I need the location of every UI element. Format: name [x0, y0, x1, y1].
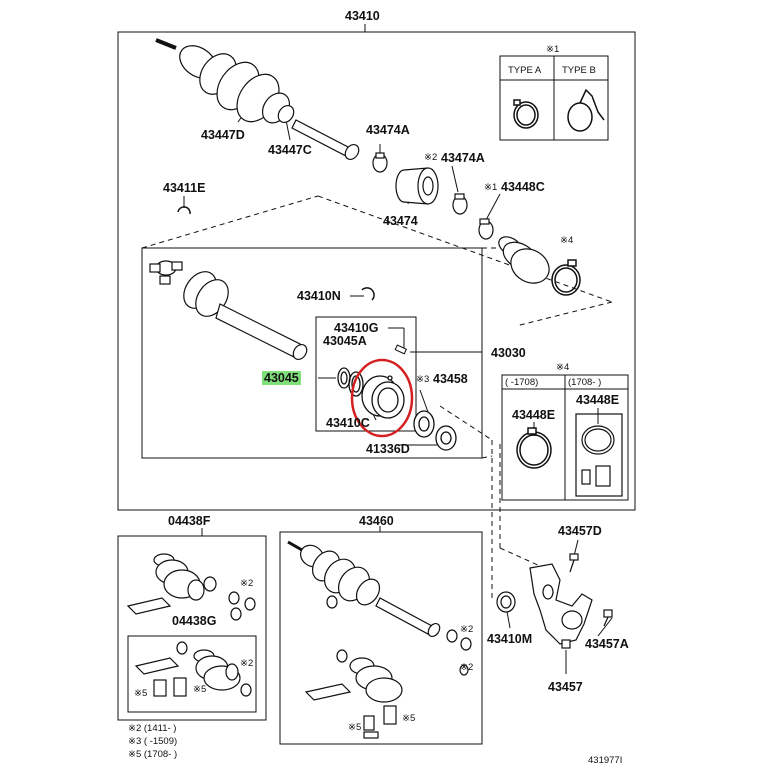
- nut-43457[interactable]: [561, 639, 571, 649]
- legend-note-3: ※3 ( -1509): [128, 736, 178, 747]
- clamp-ring-type4[interactable]: [551, 259, 581, 296]
- bearing-43410c[interactable]: [361, 375, 405, 419]
- mark-2-e: ※2: [460, 662, 474, 673]
- boot-43474[interactable]: [395, 167, 439, 205]
- mark-2-a: ※2: [424, 152, 438, 163]
- snap-ring-43411e[interactable]: [177, 206, 191, 215]
- mark-5-d: ※5: [402, 713, 416, 724]
- outer-cv-joint-shaft[interactable]: [155, 38, 362, 162]
- callout-43474a-1[interactable]: 43474A: [366, 123, 410, 137]
- callout-43448e-early[interactable]: 43448E: [512, 408, 556, 422]
- mark-5-b: ※5: [193, 684, 207, 695]
- type-box-header: ※1: [546, 44, 560, 55]
- boot-kit-04438f[interactable]: [126, 553, 256, 621]
- callout-43458[interactable]: 43458: [433, 372, 468, 386]
- bolt-43457d[interactable]: [569, 553, 579, 573]
- mark-4-a: ※4: [560, 235, 574, 246]
- type-a-label: TYPE A: [508, 65, 542, 76]
- date-box-header: ※4: [556, 362, 570, 373]
- full-shaft-frame: [279, 531, 483, 745]
- callout-43030[interactable]: 43030: [491, 346, 526, 360]
- legend-note-2: ※2 (1411- ): [128, 723, 177, 734]
- callout-43474[interactable]: 43474: [383, 214, 418, 228]
- pin-43410g[interactable]: [394, 344, 408, 355]
- boot-kit-outer-frame: [117, 535, 267, 721]
- mark-5-a: ※5: [134, 688, 148, 699]
- seal-41336d[interactable]: [435, 425, 457, 451]
- callout-04438f[interactable]: 04438F: [168, 514, 211, 528]
- callout-43448e-late[interactable]: 43448E: [576, 393, 620, 407]
- callout-43411e[interactable]: 43411E: [163, 181, 206, 195]
- callout-43447d[interactable]: 43447D: [201, 128, 245, 142]
- snap-ring-43410n[interactable]: [361, 287, 375, 301]
- clamp-type-a-icon[interactable]: [513, 99, 539, 129]
- type-b-label: TYPE B: [562, 65, 596, 76]
- clamp-type-b-icon[interactable]: [567, 88, 605, 132]
- callout-43410g[interactable]: 43410G: [334, 321, 379, 335]
- date-col-late: (1708- ): [568, 377, 602, 388]
- bearing-43458[interactable]: [413, 410, 435, 438]
- boot-kit-inner-frame: [127, 635, 257, 713]
- drive-shaft-43460[interactable]: [287, 540, 472, 739]
- callout-43460[interactable]: 43460: [359, 514, 394, 528]
- legend-note-5: ※5 (1708- ): [128, 749, 178, 760]
- clamp-43448c[interactable]: [478, 218, 494, 240]
- outer-boot[interactable]: [496, 233, 556, 290]
- ring-43045a[interactable]: [337, 367, 351, 389]
- callout-43447c[interactable]: 43447C: [268, 143, 312, 157]
- callout-41336d[interactable]: 41336D: [366, 442, 410, 456]
- title-part-number[interactable]: 43410: [345, 9, 380, 23]
- inner-joint-frame: [141, 247, 483, 459]
- highlight-circle: [350, 358, 414, 438]
- bolt-43457a[interactable]: [603, 609, 613, 627]
- callout-43457a[interactable]: 43457A: [585, 637, 629, 651]
- figure-number: 431977I: [588, 755, 623, 766]
- callout-04438g[interactable]: 04438G: [172, 614, 217, 628]
- mark-2-d: ※2: [460, 624, 474, 635]
- clamp-43448e-late[interactable]: [575, 413, 623, 497]
- callout-43457[interactable]: 43457: [548, 680, 583, 694]
- mark-2-b: ※2: [240, 578, 254, 589]
- clamp-43448e-early[interactable]: [516, 427, 552, 469]
- seal-43410m[interactable]: [496, 591, 516, 613]
- steering-knuckle[interactable]: [529, 563, 593, 645]
- clamp-43474a-top[interactable]: [372, 152, 388, 173]
- callout-43457d[interactable]: 43457D: [558, 524, 602, 538]
- callout-43045-highlighted[interactable]: 43045: [262, 371, 301, 385]
- callout-43474a-2[interactable]: 43474A: [441, 151, 485, 165]
- main-assembly-frame: [117, 31, 636, 511]
- callout-43410c[interactable]: 43410C: [326, 416, 370, 430]
- callout-43045a[interactable]: 43045A: [323, 334, 367, 348]
- callout-43448c[interactable]: 43448C: [501, 180, 545, 194]
- mark-2-c: ※2: [240, 658, 254, 669]
- mark-5-c: ※5: [348, 722, 362, 733]
- inner-tripod-joint[interactable]: [149, 260, 310, 362]
- ring-43045[interactable]: [348, 371, 364, 397]
- mark-3-a: ※3: [416, 374, 430, 385]
- callout-43410m[interactable]: 43410M: [487, 632, 533, 646]
- mark-1-a: ※1: [484, 182, 498, 193]
- clamp-43474a-right[interactable]: [452, 193, 468, 215]
- boot-kit-04438g[interactable]: [134, 641, 252, 697]
- date-col-early: ( -1708): [505, 377, 539, 388]
- callout-43410n[interactable]: 43410N: [297, 289, 341, 303]
